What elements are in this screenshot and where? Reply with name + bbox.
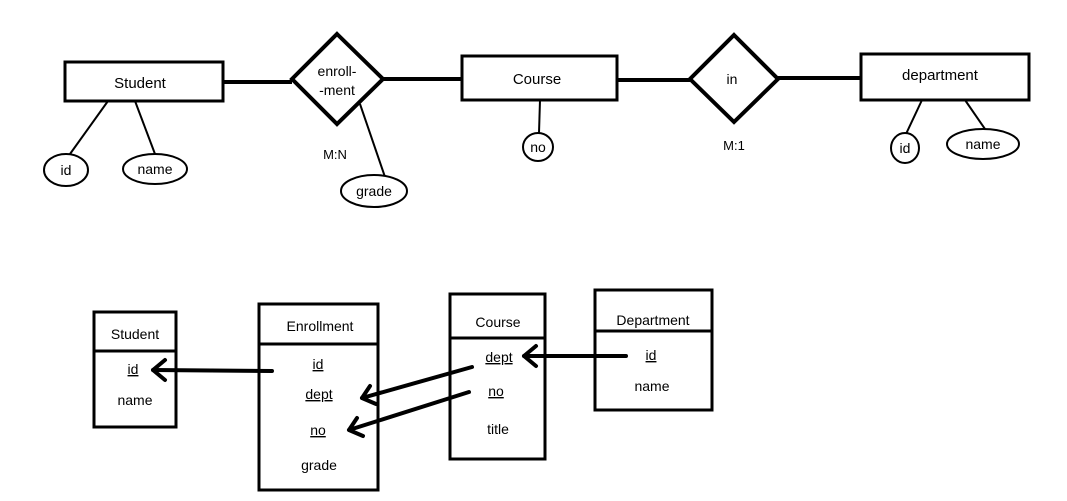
in-relationship-label: in [727,71,738,87]
student-name-attribute: name [122,153,188,185]
department-entity: department [859,52,1031,102]
department-id-attribute: id [890,132,920,164]
enrollment-table-title: Enrollment [287,318,354,334]
student-table-title: Student [111,326,159,342]
department-id-attribute-label: id [900,140,911,156]
enrollment-relationship: enroll- -ment [289,31,386,127]
student-name-attribute-label: name [137,161,172,177]
student-entity: Student [63,60,225,103]
enrollment-grade-attribute: grade [340,174,408,208]
student-id-attribute-label: id [61,162,72,178]
course-entity: Course [460,54,619,102]
er-attribute-lines [69,99,986,178]
course-no-attribute: no [522,132,554,162]
department-name-attribute: name [946,128,1020,160]
course-table-field: no [488,383,504,399]
course-table-field: title [487,421,509,437]
enrollment-grade-line [359,103,386,178]
enrollment-table-field: no [310,422,326,438]
in-cardinality: M:1 [723,138,745,153]
in-relationship: in [687,32,781,125]
department-table: Department id name [593,288,714,412]
enrollment-table-field: grade [301,457,337,473]
department-name-line [964,99,986,130]
course-no-line [538,99,541,134]
fk-arrow-course-no-to-enrollment-no [347,390,471,438]
department-name-attribute-label: name [965,136,1000,152]
department-table-field: id [646,347,657,363]
enrollment-relationship-label-line2: -ment [319,82,355,98]
department-id-line [905,99,923,135]
fk-arrow-enrollment-id-to-student-id [151,358,274,382]
fk-arrow-department-id-to-course-dept [522,344,628,368]
student-entity-label: Student [114,75,167,92]
er-connection-lines [223,76,861,84]
enrollment-cardinality: M:N [323,147,347,162]
course-table: Course dept no title [448,292,547,461]
student-name-line [134,100,156,155]
department-entity-label: department [902,67,979,84]
foreign-key-arrows [151,344,628,438]
course-table-field: dept [485,349,512,365]
course-table-title: Course [475,314,520,330]
course-entity-label: Course [513,71,561,88]
student-id-line [69,100,109,155]
enrollment-relationship-label-line1: enroll- [318,63,357,79]
department-table-field: name [634,378,669,394]
enrollment-grade-attribute-label: grade [356,183,392,199]
enrollment-table-field: dept [305,386,332,402]
enrollment-table: Enrollment id dept no grade [257,302,380,492]
fk-arrow-course-dept-to-enrollment-dept [360,365,474,406]
student-table-field: name [117,392,152,408]
student-id-attribute: id [43,153,89,187]
course-no-attribute-label: no [530,139,546,155]
department-table-title: Department [616,312,689,328]
student-table-field: id [128,361,139,377]
enrollment-table-field: id [313,356,324,372]
